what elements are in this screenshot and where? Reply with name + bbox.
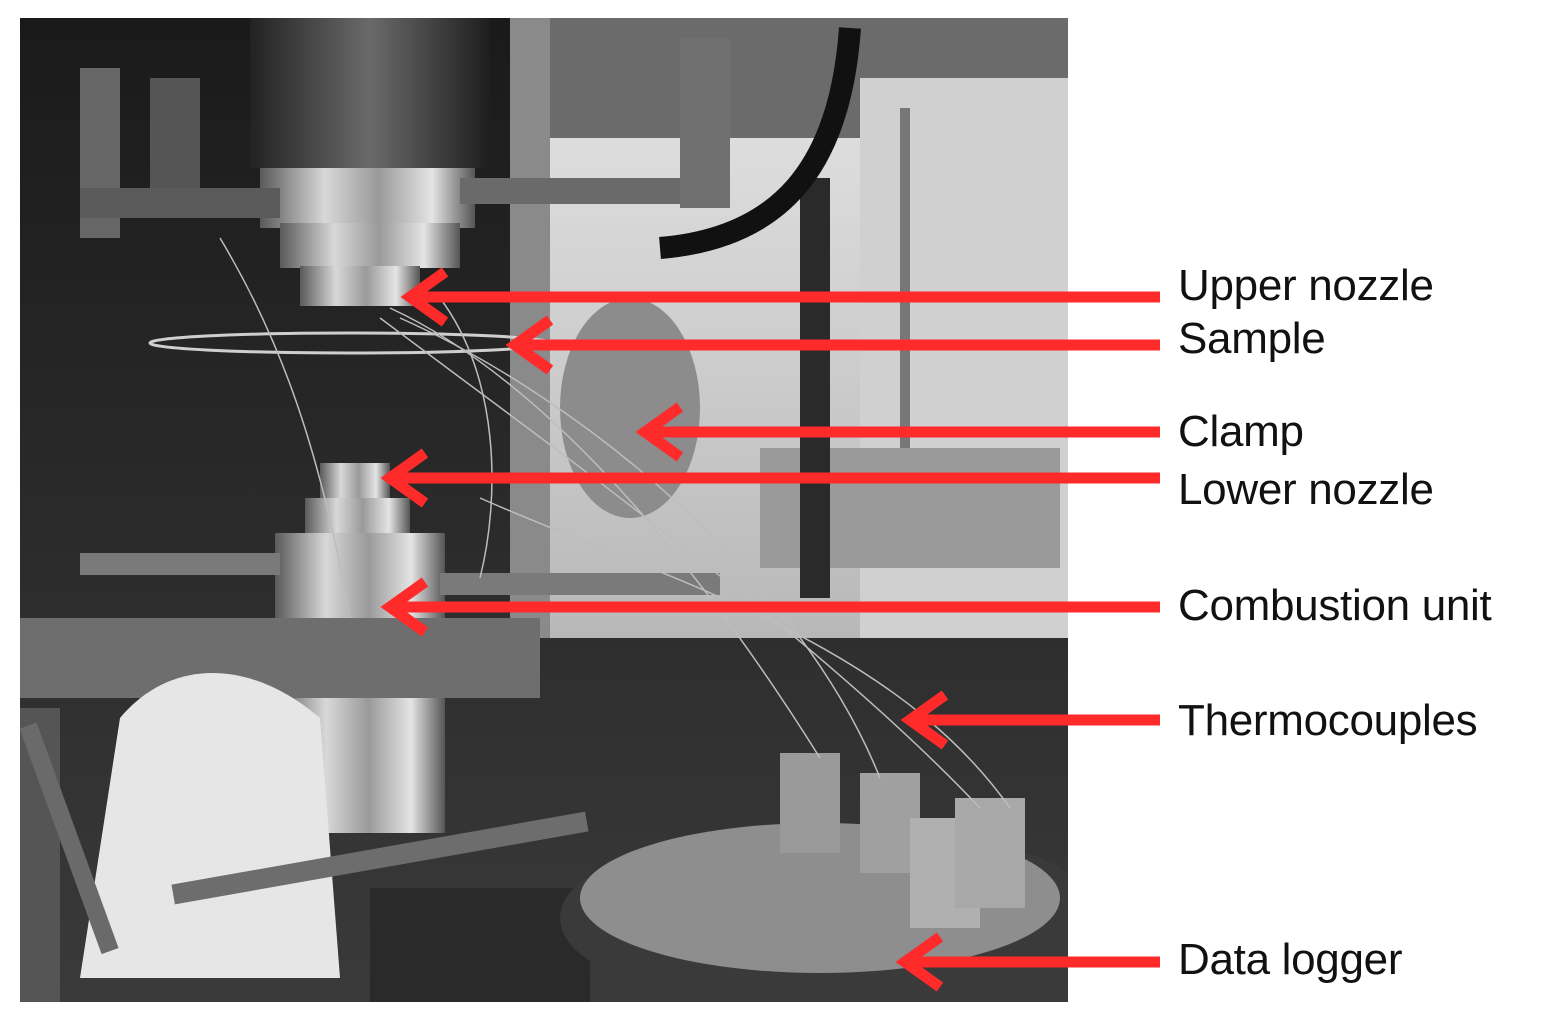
label-upper-nozzle: Upper nozzle [1178,261,1434,310]
label-lower-nozzle: Lower nozzle [1178,465,1434,514]
label-clamp: Clamp [1178,407,1304,456]
apparatus-photo [20,18,1068,1002]
label-sample: Sample [1178,314,1326,363]
label-data-logger: Data logger [1178,935,1403,984]
label-thermocouples: Thermocouples [1178,696,1478,745]
label-combustion-unit: Combustion unit [1178,581,1492,630]
